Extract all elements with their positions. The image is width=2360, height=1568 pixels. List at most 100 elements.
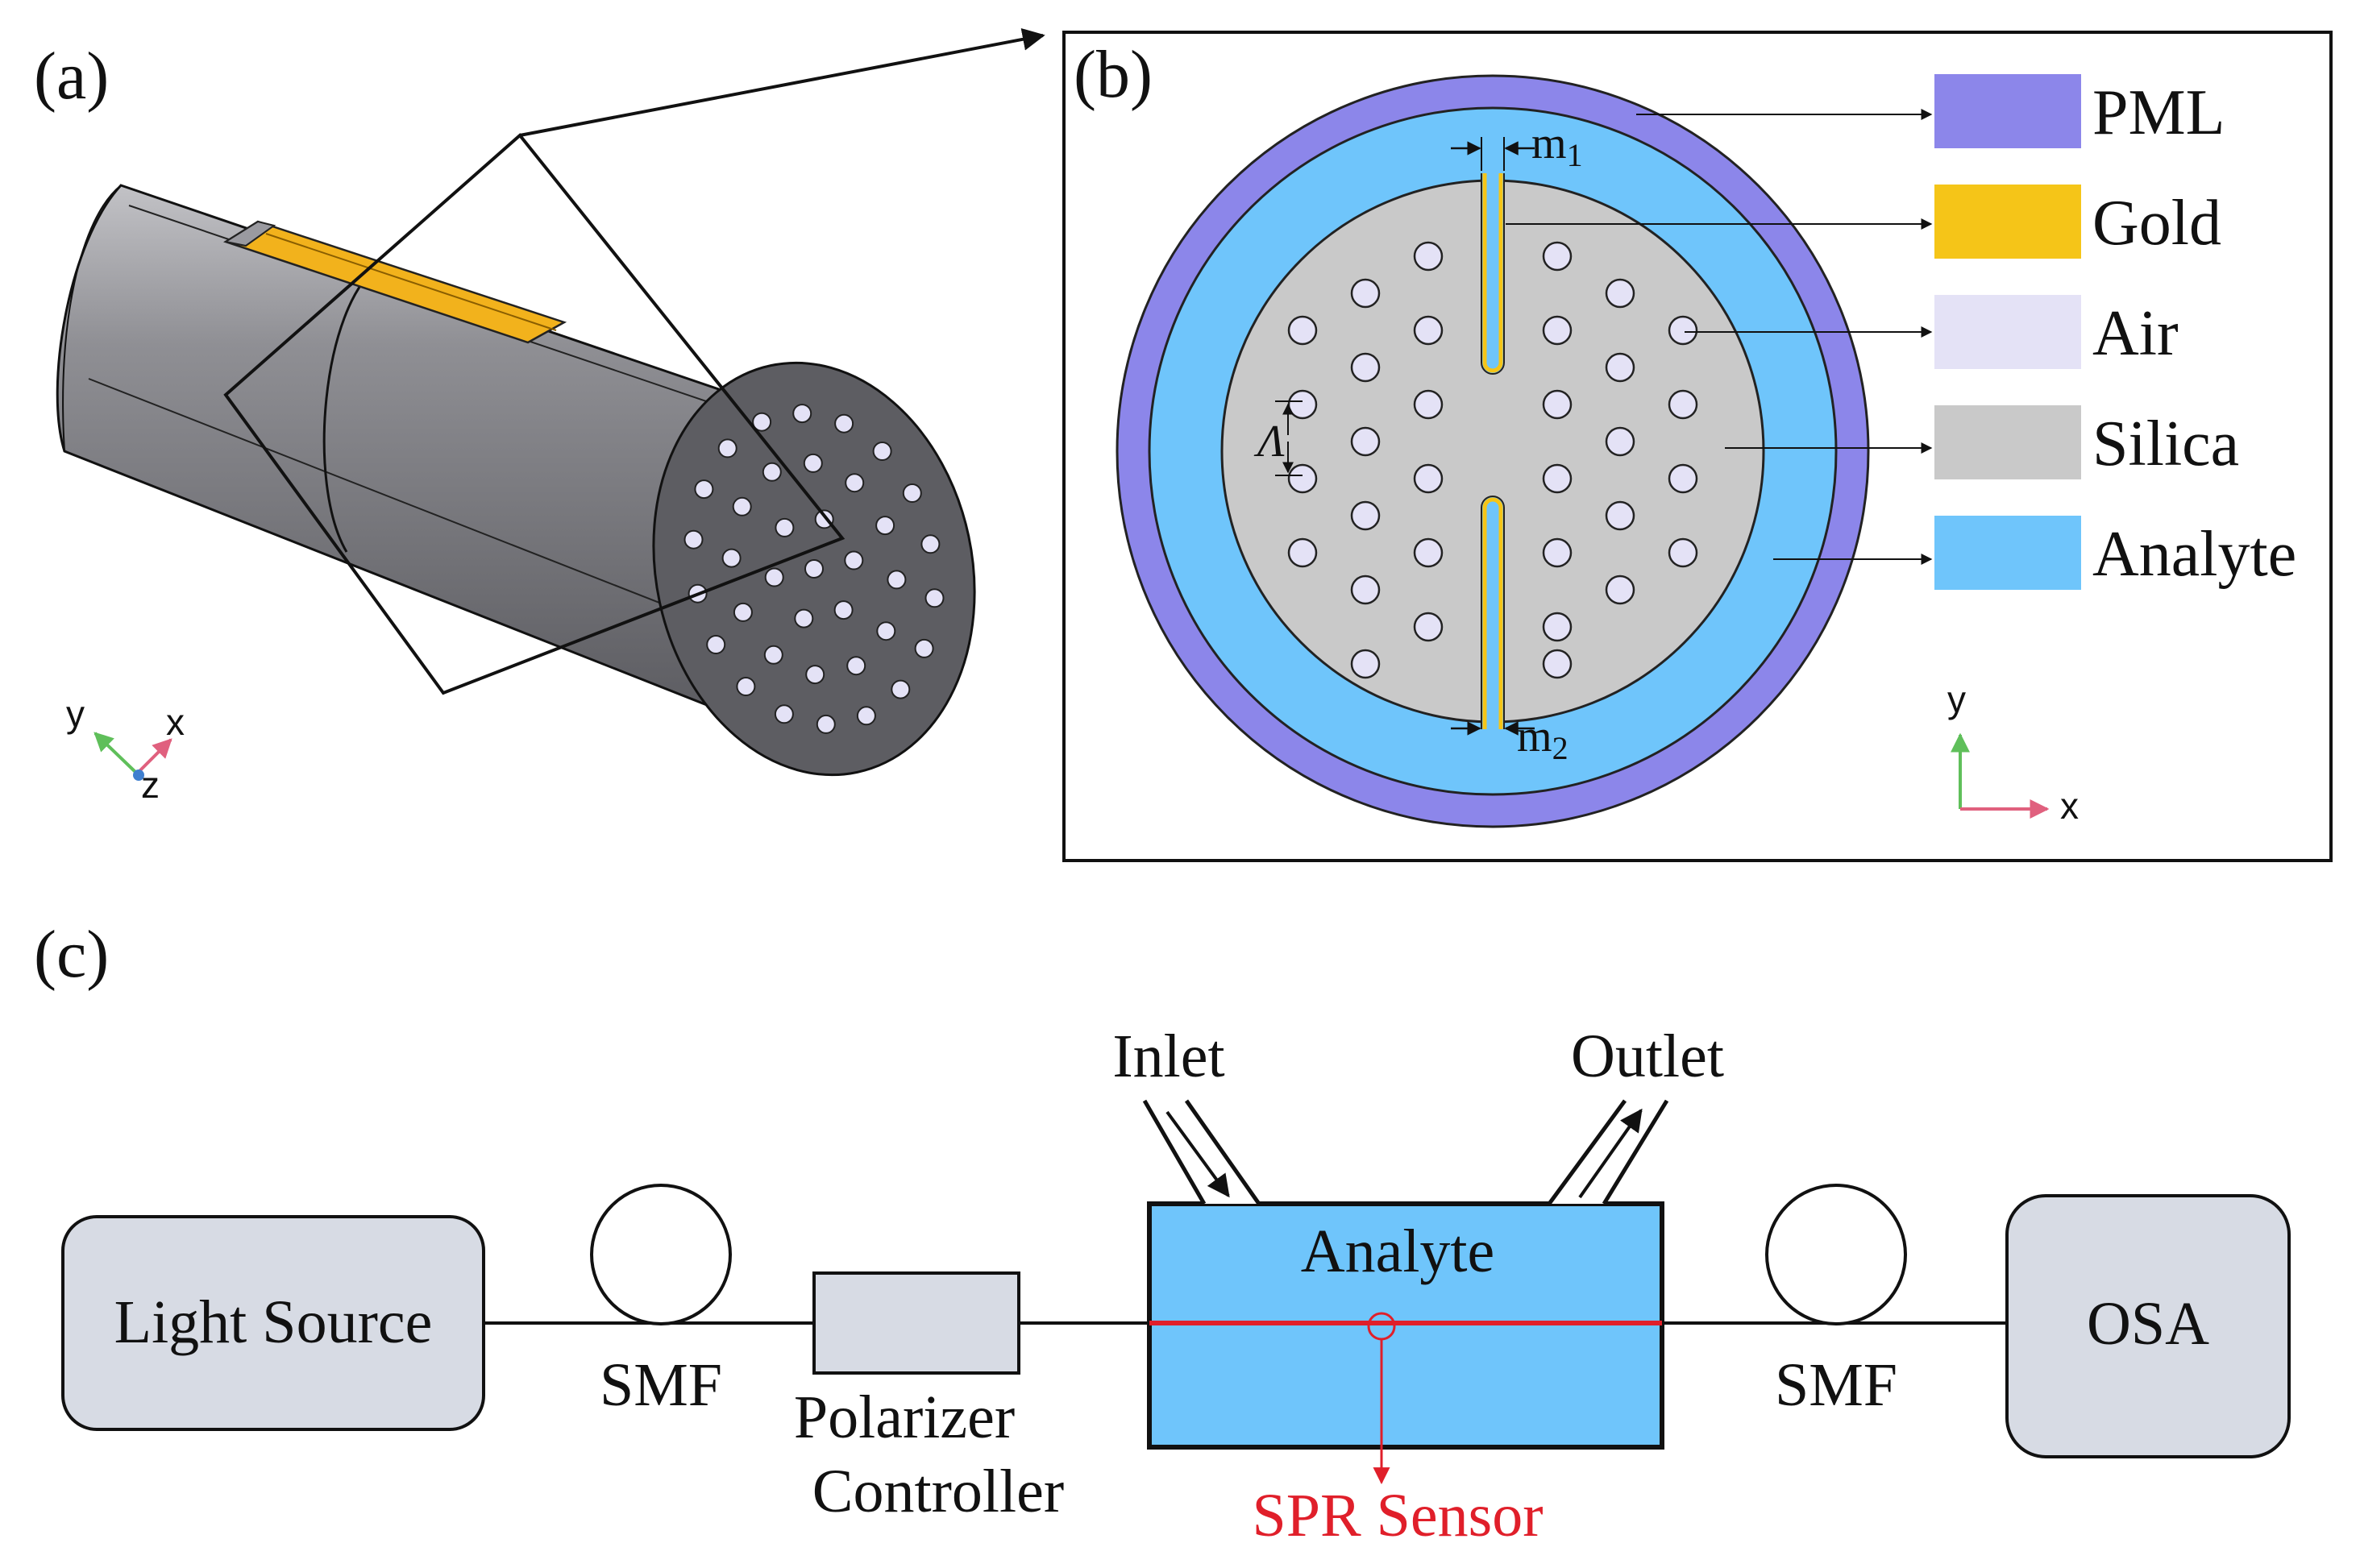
end-face-hole <box>717 438 738 458</box>
air-hole <box>1350 575 1381 605</box>
gold-strip <box>223 220 567 344</box>
panel-label-b: (b) <box>1074 37 1153 112</box>
air-hole <box>1668 463 1698 494</box>
smf-left-label: SMF <box>600 1351 722 1419</box>
air-hole <box>1287 537 1318 568</box>
end-face-hole <box>733 602 753 622</box>
smf-coil-left <box>590 1184 732 1325</box>
air-hole <box>1668 389 1698 420</box>
axis-b-x-label: x <box>2060 785 2079 827</box>
end-face-hole <box>833 600 854 620</box>
air-hole <box>1542 649 1573 679</box>
air-hole <box>1542 241 1573 272</box>
panel-a: (a) y x z <box>34 27 1045 806</box>
light-source-label: Light Source <box>114 1288 433 1356</box>
inlet-tube <box>1142 1099 1261 1205</box>
end-face-hole <box>872 442 892 461</box>
end-face-hole <box>924 588 945 608</box>
air-hole <box>1668 537 1698 568</box>
panel-label-a: (a) <box>34 39 109 114</box>
air-hole <box>1287 463 1318 494</box>
cross-section-plane <box>223 133 846 695</box>
panel-label-c: (c) <box>34 917 109 992</box>
osa-box <box>2005 1194 2291 1458</box>
legend-label-silica: Silica <box>2092 409 2239 479</box>
end-face-hole <box>816 714 836 734</box>
air-hole <box>1605 352 1635 383</box>
air-hole <box>1542 537 1573 568</box>
end-face-hole <box>902 483 922 503</box>
axis-a-x-label: x <box>166 701 185 743</box>
outlet-label: Outlet <box>1571 1023 1724 1090</box>
air-hole <box>1605 426 1635 457</box>
axes-b: y x <box>1947 678 2079 827</box>
end-face-hole <box>875 516 895 536</box>
analyte-label: Analyte <box>1301 1217 1495 1285</box>
outlet-tube <box>1547 1099 1669 1205</box>
legend-swatch-air <box>1934 295 2081 369</box>
air-hole <box>1605 575 1635 605</box>
air-hole <box>1542 463 1573 494</box>
axes-a: y x z <box>66 693 185 806</box>
legend-label-pml: PML <box>2092 77 2225 148</box>
legend-swatch-gold <box>1934 185 2081 259</box>
end-face-hole <box>775 517 795 537</box>
end-face-hole <box>794 608 814 628</box>
end-face-hole <box>856 706 876 726</box>
axis-b-y-label: y <box>1947 678 1966 720</box>
air-hole <box>1413 389 1444 420</box>
air-hole <box>1350 278 1381 309</box>
end-face-hole <box>845 473 865 493</box>
axis-a-z-label: z <box>141 764 160 806</box>
legend-label-air: Air <box>2092 298 2179 369</box>
pitch-label: Λ <box>1253 417 1285 467</box>
pitch-dimension: Λ <box>1253 400 1303 476</box>
panel-b: (b) m1 m2 <box>1062 31 2333 862</box>
air-hole <box>1350 500 1381 531</box>
air-hole <box>1413 241 1444 272</box>
top-channel <box>1481 173 1505 375</box>
air-hole <box>1413 315 1444 346</box>
air-hole <box>1542 612 1573 642</box>
air-hole <box>1287 389 1318 420</box>
legend-leaders <box>1506 109 1933 565</box>
air-holes <box>1287 241 1698 679</box>
zoom-line <box>519 27 1045 137</box>
m2-dimension: m2 <box>1451 711 1568 766</box>
legend-label-analyte: Analyte <box>2092 519 2296 590</box>
air-hole <box>1350 352 1381 383</box>
air-hole <box>1542 389 1573 420</box>
end-face-hole <box>805 665 825 685</box>
end-face-hole <box>774 704 794 724</box>
axis-a-y-label: y <box>66 693 85 735</box>
end-face-hole <box>792 404 812 424</box>
legend-swatch-pml <box>1934 74 2081 148</box>
end-face-hole <box>732 496 752 516</box>
top-gold-film <box>1482 173 1503 373</box>
legend-label-gold: Gold <box>2092 188 2221 259</box>
smf-coil-right <box>1765 1184 1907 1325</box>
air-hole <box>1668 315 1698 346</box>
end-face-hole <box>920 534 941 554</box>
spr-sensor-label: SPR Sensor <box>1252 1482 1543 1549</box>
inlet-label: Inlet <box>1112 1023 1224 1090</box>
end-face-hole <box>764 567 784 587</box>
end-face-hole <box>736 677 756 696</box>
air-hole <box>1287 315 1318 346</box>
end-face-hole <box>706 635 726 654</box>
air-hole <box>1605 500 1635 531</box>
smf-right-label: SMF <box>1775 1351 1897 1419</box>
end-face-hole <box>763 645 783 665</box>
end-face-hole <box>752 412 772 432</box>
air-hole <box>1605 278 1635 309</box>
air-hole <box>1413 463 1444 494</box>
panel-c: (c) Light Source SMF Polarizer Controlle… <box>34 917 2291 1549</box>
end-face-hole <box>803 453 823 473</box>
end-face-hole <box>694 479 714 500</box>
m1-label: m1 <box>1531 118 1583 173</box>
fiber-cylinder <box>56 184 976 777</box>
osa-label: OSA <box>2087 1290 2209 1358</box>
air-hole <box>1350 426 1381 457</box>
end-face-hole <box>804 559 824 579</box>
